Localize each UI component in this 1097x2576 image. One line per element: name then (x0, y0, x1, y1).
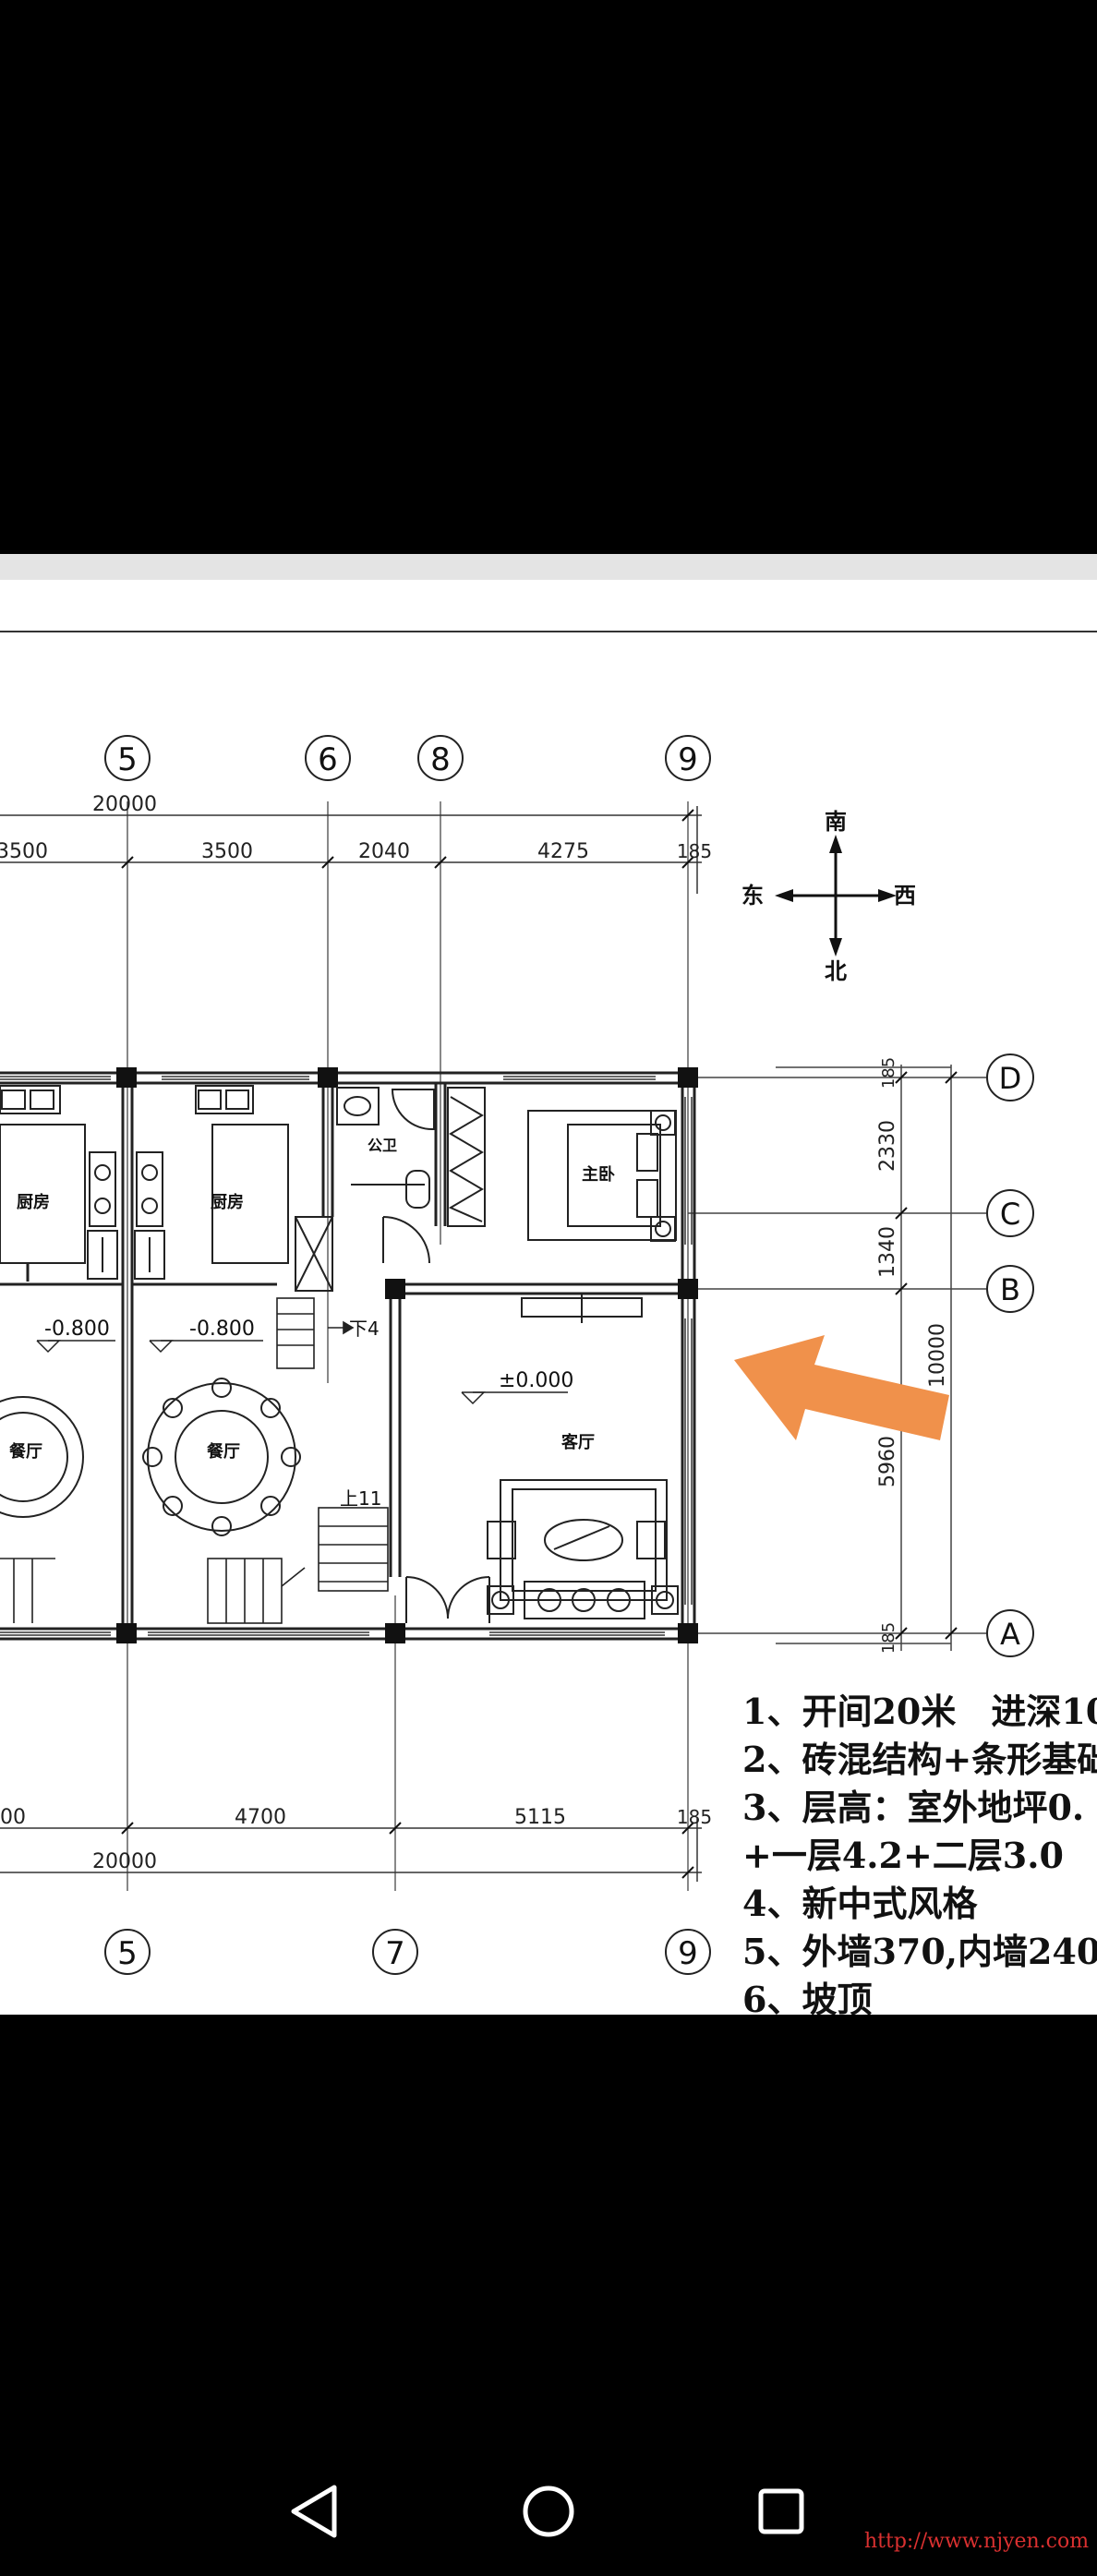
note-item: 5、外墙370,内墙240 (742, 1931, 1097, 1972)
compass-north: 北 (825, 958, 847, 984)
dimension-label: 3500 (201, 840, 253, 863)
level-outdoor-left: -0.800 (44, 1318, 110, 1341)
stair-down-label: 下4 (349, 1318, 380, 1340)
axis-label: 9 (678, 741, 698, 778)
room-label-kitchen: 厨房 (211, 1192, 244, 1212)
axis-bubble-bottom-9: 9 (665, 1929, 711, 1975)
compass-west: 西 (894, 883, 916, 909)
floor-plan-image: 5 6 8 9 20000 3500 3500 2040 4275 185 南 (0, 580, 1097, 2020)
note-item: 4、新中式风格 (742, 1883, 978, 1924)
dimension-label: 4275 (537, 840, 589, 863)
dimension-label: 5115 (514, 1806, 566, 1829)
axis-bubble-bottom-7: 7 (372, 1929, 418, 1975)
room-label-dining: 餐厅 (206, 1441, 240, 1462)
axis-bubble-right-C: C (986, 1189, 1034, 1237)
dimension-label: 1340 (876, 1226, 899, 1278)
compass-south: 南 (825, 809, 847, 835)
level-outdoor-right: -0.800 (189, 1318, 255, 1341)
axis-bubble-top-5: 5 (104, 735, 151, 781)
axis-label: D (999, 1061, 1022, 1096)
axis-bubble-bottom-5: 5 (104, 1929, 151, 1975)
wardrobe (447, 1087, 486, 1227)
dimension-label: 185 (879, 1057, 898, 1089)
stair-main (0, 1507, 389, 1624)
back-triangle-icon (291, 2485, 337, 2538)
stair-up-entrance (276, 1297, 355, 1369)
room-label-living: 客厅 (561, 1432, 595, 1452)
axis-label: B (1000, 1272, 1020, 1307)
room-label-kitchen: 厨房 (17, 1192, 50, 1212)
axis-label: 5 (117, 1935, 138, 1972)
dimension-label: 00 (0, 1806, 26, 1829)
axis-bubble-top-6: 6 (305, 735, 351, 781)
floor-plan-drawing: 5 6 8 9 20000 3500 3500 2040 4275 185 南 (0, 631, 1097, 1975)
note-item: 2、砖混结构+条形基础 (742, 1739, 1097, 1780)
axis-bubble-top-8: 8 (417, 735, 464, 781)
orange-arrow-annotation (734, 1335, 949, 1440)
kitchen-right (134, 1085, 289, 1280)
axis-label: 6 (318, 741, 338, 778)
status-area-top (0, 0, 1097, 554)
axis-bubble-right-D: D (986, 1053, 1034, 1101)
dining-table-left (0, 1396, 84, 1518)
note-item: 3、层高：室外地坪0. (742, 1787, 1085, 1828)
axis-label: 7 (385, 1935, 405, 1972)
public-wc (295, 1087, 435, 1292)
dimension-label: 5960 (876, 1436, 899, 1487)
recent-square-icon (758, 2488, 804, 2534)
note-item: 6、坡顶 (742, 1979, 873, 2020)
axis-label: 9 (678, 1935, 698, 1972)
living-room-sofa-set (487, 1479, 679, 1619)
dimension-label: 20000 (92, 1850, 157, 1873)
dimension-label: 2040 (358, 840, 410, 863)
dimension-label: 20000 (92, 793, 157, 816)
dimension-label: 185 (677, 840, 712, 862)
dimension-label: 10000 (926, 1323, 949, 1388)
dimension-label: 2330 (876, 1120, 899, 1172)
dimension-label: 4700 (235, 1806, 286, 1829)
system-navigation-bar (0, 2456, 1097, 2567)
room-label-dining: 餐厅 (8, 1441, 42, 1462)
home-button[interactable] (493, 2456, 604, 2567)
master-bed (527, 1110, 677, 1242)
room-label-master-bedroom: 主卧 (582, 1164, 615, 1185)
axis-label: 5 (117, 741, 138, 778)
dimension-label: 185 (879, 1622, 898, 1654)
home-circle-icon (523, 2486, 574, 2537)
axis-bubble-right-B: B (986, 1265, 1034, 1313)
stair-up-label: 上11 (340, 1487, 381, 1510)
image-viewer-top-edge (0, 554, 1097, 580)
axis-label: A (1000, 1617, 1020, 1652)
axis-label: 8 (430, 741, 451, 778)
dining-table-right (142, 1378, 301, 1536)
dimension-label: 3500 (0, 840, 48, 863)
note-item: 1、开间20米 进深10 (742, 1691, 1097, 1732)
compass-east: 东 (741, 883, 764, 909)
kitchen-left (0, 1085, 118, 1280)
room-label-wc: 公卫 (368, 1137, 397, 1154)
wall-cabinet (521, 1293, 643, 1323)
recent-apps-button[interactable] (726, 2456, 837, 2567)
level-indoor: ±0.000 (499, 1369, 573, 1392)
compass-rose: 南 北 东 西 (741, 809, 916, 984)
dimension-label: 185 (677, 1806, 712, 1828)
design-notes: 1、开间20米 进深10 2、砖混结构+条形基础 3、层高：室外地坪0. +一层… (742, 1688, 1097, 2024)
axis-bubble-top-9: 9 (665, 735, 711, 781)
note-item: +一层4.2+二层3.0 (742, 1835, 1064, 1876)
axis-label: C (1000, 1197, 1020, 1232)
watermark-url: http://www.njyen.com (864, 2530, 1090, 2553)
viewer-bottom-area (0, 2015, 1097, 2576)
axis-bubble-right-A: A (986, 1609, 1034, 1657)
back-button[interactable] (259, 2456, 369, 2567)
